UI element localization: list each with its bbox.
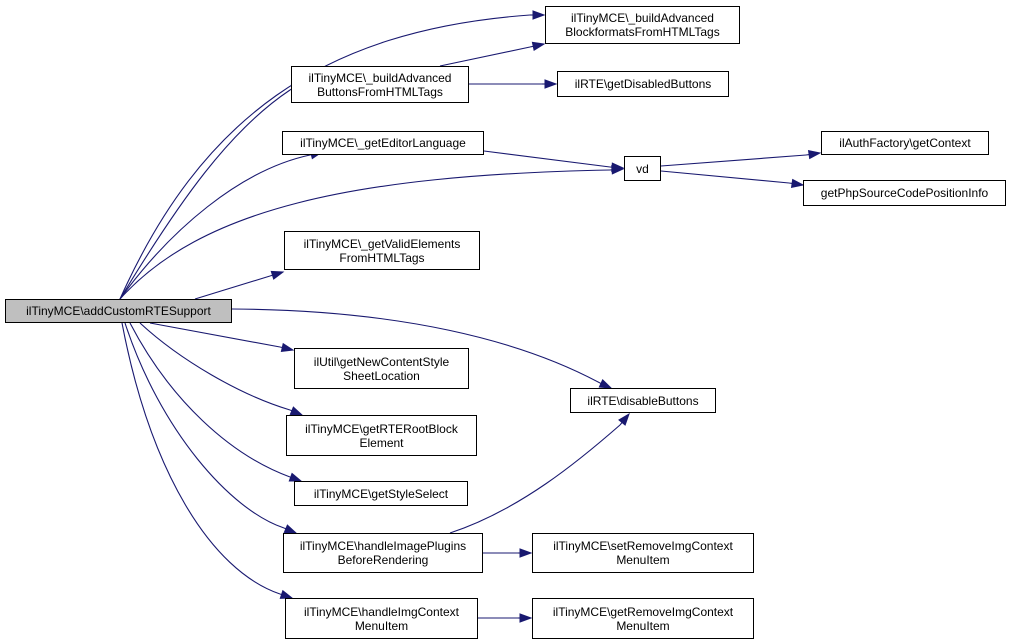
- arrowhead-icon: [280, 342, 295, 353]
- edge-handle-img-context-get-remove-img: [478, 613, 533, 623]
- edge-handle-image-plugins-disable-buttons: [449, 412, 630, 534]
- edge-vd-get-context: [660, 149, 822, 167]
- edge-root-handle-image-plugins: [124, 322, 298, 534]
- node-set-remove-img[interactable]: ilTinyMCE\setRemoveImgContext MenuItem: [532, 533, 754, 573]
- node-build-adv-buttons[interactable]: ilTinyMCE\_buildAdvanced ButtonsFromHTML…: [291, 66, 469, 103]
- arrowhead-icon: [790, 178, 805, 189]
- edge-root-build-adv-buttons: [119, 81, 305, 300]
- node-get-new-content-style[interactable]: ilUtil\getNewContentStyle SheetLocation: [294, 348, 469, 389]
- arrowhead-icon: [289, 406, 304, 416]
- edge-get-editor-language-vd: [483, 150, 625, 172]
- node-get-style-select[interactable]: ilTinyMCE\getStyleSelect: [294, 481, 468, 506]
- arrowhead-icon: [288, 472, 303, 482]
- arrowhead-icon: [618, 412, 630, 426]
- node-get-disabled-buttons[interactable]: ilRTE\getDisabledButtons: [557, 71, 729, 97]
- node-root: ilTinyMCE\addCustomRTESupport: [5, 299, 232, 323]
- node-get-remove-img[interactable]: ilTinyMCE\getRemoveImgContext MenuItem: [532, 598, 754, 639]
- edge-root-build-adv-blockformats: [119, 10, 546, 300]
- edge-vd-get-php-source: [660, 170, 805, 189]
- arrowhead-icon: [544, 79, 558, 89]
- node-vd[interactable]: vd: [624, 156, 661, 181]
- arrowhead-icon: [283, 524, 298, 534]
- node-get-editor-language[interactable]: ilTinyMCE\_getEditorLanguage: [282, 131, 484, 155]
- arrowhead-icon: [807, 149, 822, 160]
- edge-build-adv-buttons-get-disabled: [469, 79, 558, 89]
- edge-root-get-valid-elements: [194, 270, 285, 300]
- arrowhead-icon: [270, 270, 285, 280]
- arrowhead-icon: [532, 10, 546, 20]
- node-build-adv-blockformats[interactable]: ilTinyMCE\_buildAdvanced BlockformatsFro…: [545, 6, 740, 44]
- edge-root-handle-img-context: [121, 322, 294, 599]
- node-handle-img-context[interactable]: ilTinyMCE\handleImgContext MenuItem: [285, 598, 478, 639]
- node-get-valid-elements[interactable]: ilTinyMCE\_getValidElements FromHTMLTags: [284, 231, 480, 270]
- edge-root-get-new-content-style: [149, 322, 295, 353]
- arrowhead-icon: [598, 378, 613, 389]
- edge-root-disable-buttons: [231, 308, 613, 389]
- node-disable-buttons[interactable]: ilRTE\disableButtons: [570, 388, 716, 413]
- arrowhead-icon: [519, 613, 533, 623]
- node-get-rte-root-block[interactable]: ilTinyMCE\getRTERootBlock Element: [286, 415, 477, 456]
- edge-build-adv-buttons-blockformats: [439, 41, 546, 67]
- node-handle-image-plugins[interactable]: ilTinyMCE\handleImagePlugins BeforeRende…: [283, 533, 483, 573]
- arrowhead-icon: [519, 548, 533, 558]
- edge-root-get-style-select: [129, 322, 303, 482]
- edge-handle-image-plugins-set-remove-img: [483, 548, 533, 558]
- arrowhead-icon: [611, 162, 625, 172]
- node-get-context[interactable]: ilAuthFactory\getContext: [821, 131, 989, 155]
- node-get-php-source[interactable]: getPhpSourceCodePositionInfo: [803, 180, 1006, 206]
- edge-root-get-editor-language: [119, 150, 324, 300]
- edge-root-get-rte-root-block: [139, 322, 304, 416]
- arrowhead-icon: [531, 41, 546, 52]
